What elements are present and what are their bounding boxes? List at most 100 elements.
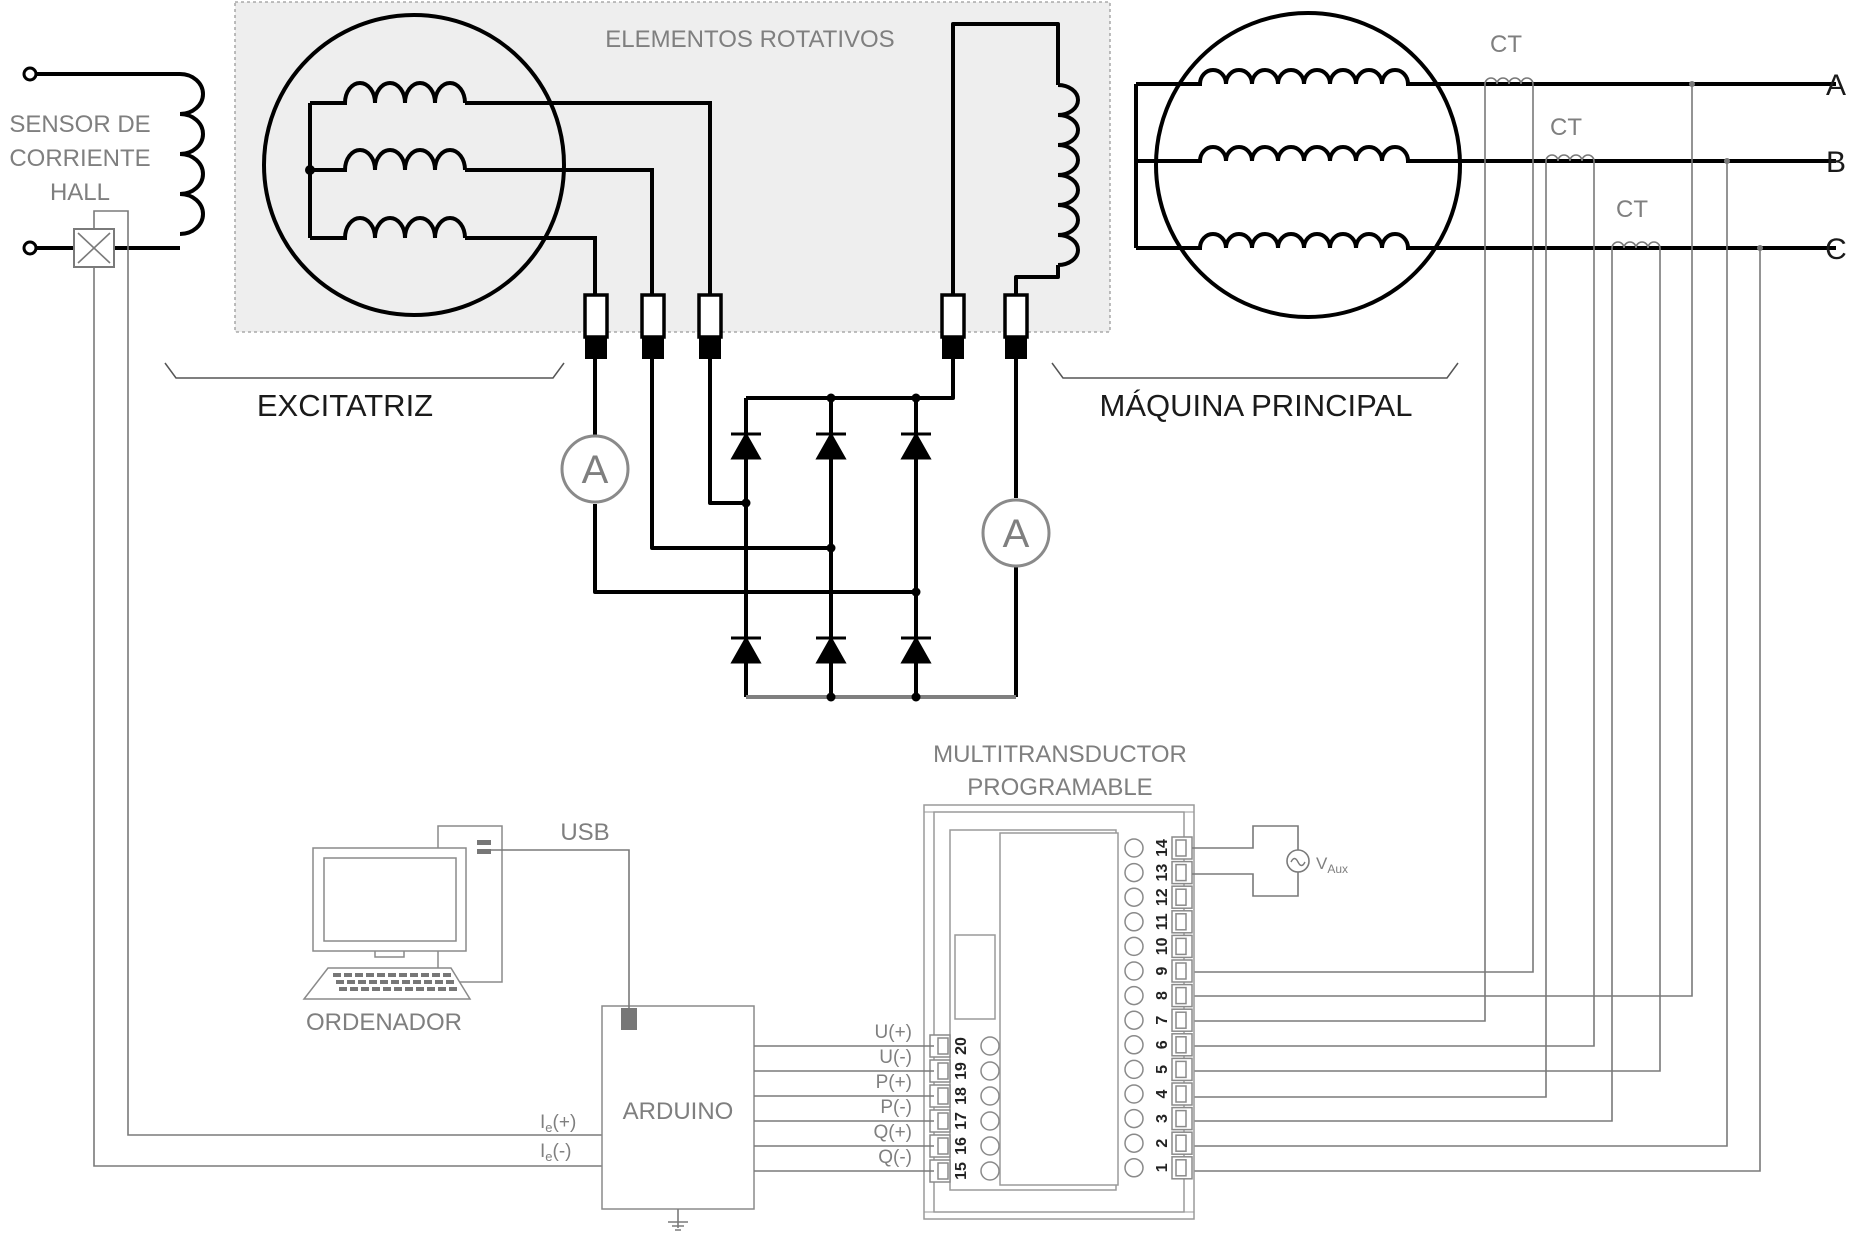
keyboard-key [333,973,341,977]
terminal-screw-9 [1124,961,1144,981]
terminal-slot-16 [937,1137,949,1155]
signal-q-plus: Q(+) [873,1122,912,1143]
measurement-wiring [1192,84,1761,1172]
terminal-screw-16 [980,1136,1000,1156]
terminal-number-13: 13 [1154,864,1171,882]
keyboard-key [377,973,385,977]
keyboard-key [432,973,440,977]
current-transformers: CT CT CT [1484,31,1661,249]
svg-text:A: A [582,448,609,492]
terminal-screw-19 [980,1061,1000,1081]
keyboard-key [424,980,432,984]
ct-label-b: CT [1550,114,1582,141]
terminal-number-10: 10 [1154,937,1171,955]
keyboard-key [427,987,435,991]
signal-q-minus: Q(-) [878,1147,912,1168]
terminal-number-20: 20 [953,1037,970,1055]
svg-text:A: A [1003,512,1030,556]
hall-sensor-label-3: HALL [50,179,110,206]
terminal-slot-9 [1175,962,1187,980]
arduino: ARDUINO [601,1005,755,1231]
terminal-number-3: 3 [1154,1114,1171,1123]
main-machine-label: MÁQUINA PRINCIPAL [1100,388,1413,423]
usb-cable [491,849,630,1008]
keyboard-key [449,987,457,991]
terminal-screw-7 [1124,1010,1144,1030]
computer-label: ORDENADOR [306,1009,462,1036]
terminal-number-2: 2 [1154,1139,1171,1148]
multitransducer-label-2: PROGRAMABLE [967,774,1152,801]
keyboard-key [358,980,366,984]
keyboard-key [366,973,374,977]
terminal-number-6: 6 [1154,1040,1171,1049]
keyboard-key [361,987,369,991]
terminal-screw-5 [1124,1059,1144,1080]
keyboard-key [443,973,451,977]
terminal-slot-4 [1175,1085,1187,1103]
keyboard-key [402,980,410,984]
main-machine: A B C [1134,11,1847,319]
ammeter-exciter: A [560,434,630,504]
ct-label-c: CT [1616,196,1648,223]
terminal-screw-10 [1124,936,1144,957]
keyboard-key [355,973,363,977]
keyboard-key [391,980,399,984]
keyboard-key [399,973,407,977]
terminal-slot-10 [1175,937,1187,956]
terminal-number-15: 15 [953,1162,970,1180]
terminal-slot-20 [937,1037,949,1055]
vaux-label: V [1316,854,1328,873]
slip-rings [583,293,1029,359]
keyboard-key [350,987,358,991]
terminal-slot-15 [937,1162,949,1180]
arduino-label: ARDUINO [623,1098,734,1125]
terminal-number-14: 14 [1154,839,1171,857]
keyboard-key [347,980,355,984]
terminal-slot-5 [1175,1060,1187,1079]
terminal-slot-14 [1175,839,1187,857]
terminal-slot-12 [1175,888,1187,906]
terminal-slot-11 [1175,913,1187,931]
terminal-screw-20 [980,1036,1000,1056]
exciter [262,13,712,317]
hall-sensor-label-2: CORRIENTE [9,145,150,172]
multitransducer: MULTITRANSDUCTOR PROGRAMABLE 14131211109… [923,741,1195,1220]
terminal-slot-1 [1175,1159,1187,1177]
analog-signal-wiring: U(+) U(-) P(+) P(-) Q(+) Q(-) [754,1022,934,1172]
terminal-screw-6 [1124,1035,1144,1055]
terminal-screw-18 [980,1086,1000,1106]
svg-text:VAux: VAux [1316,854,1348,876]
ammeter-field: A [981,498,1051,568]
terminal-screw-8 [1124,985,1144,1006]
terminal-number-9: 9 [1154,966,1171,975]
usb-label: USB [560,819,609,846]
ie-plus-subscript: e [545,1120,552,1135]
terminal-screw-17 [980,1111,1000,1131]
exciter-label: EXCITATRIZ [257,388,433,423]
main-machine-brace [1051,362,1459,379]
keyboard-key [372,987,380,991]
keyboard-key [383,987,391,991]
keyboard-key [410,973,418,977]
exciter-brace [164,362,565,379]
keyboard-key [344,973,352,977]
terminal-slot-6 [1175,1036,1187,1054]
svg-text:Ie(-): Ie(-) [540,1141,572,1164]
svg-text:Ie(+): Ie(+) [540,1112,576,1135]
terminal-number-4: 4 [1154,1089,1171,1098]
keyboard-key [388,973,396,977]
keyboard-key [369,980,377,984]
keyboard-key [405,987,413,991]
terminal-screw-15 [980,1161,1000,1181]
signal-u-plus: U(+) [875,1022,912,1043]
field-winding [951,22,1080,296]
keyboard-key [336,980,344,984]
terminal-slot-3 [1175,1109,1187,1128]
computer: ORDENADOR [302,825,503,1036]
hall-sensor-label-1: SENSOR DE [9,111,150,138]
keyboard-key [416,987,424,991]
keyboard-key [421,973,429,977]
terminal-screw-12 [1124,887,1144,907]
terminal-screw-3 [1124,1108,1144,1129]
